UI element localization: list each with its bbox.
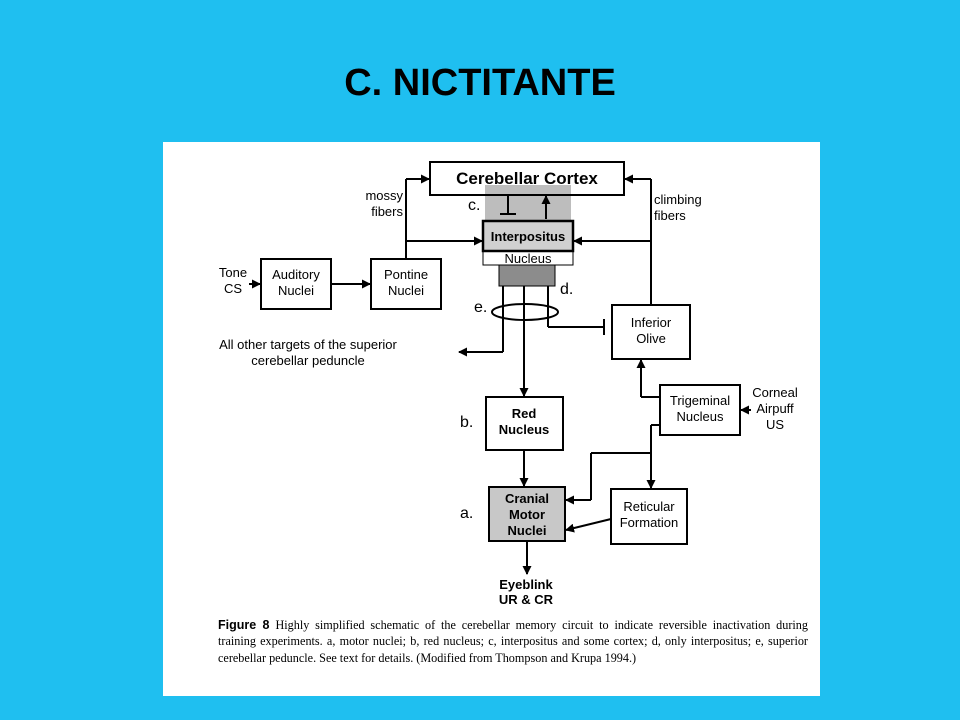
circuit-diagram: Cerebellar Cortex Interpositus Nucleus A… (219, 161, 798, 607)
site-c-shading (485, 185, 571, 221)
red-nucleus-label-1: Red (512, 406, 537, 421)
corneal-airpuff-label-3: US (766, 417, 784, 432)
site-d-label: d. (560, 281, 573, 298)
site-b-label: b. (460, 414, 473, 431)
slide-title: C. NICTITANTE (344, 62, 616, 104)
trigeminal-label-1: Trigeminal (670, 393, 730, 408)
tone-cs-label-1: Tone (219, 265, 247, 280)
figure-label: Figure 8 (218, 618, 270, 632)
interpositus-label: Interpositus (491, 229, 565, 244)
auditory-label-1: Auditory (272, 267, 320, 282)
cranial-motor-box (488, 486, 566, 542)
interpositus-outer-box (482, 250, 574, 266)
site-e-label: e. (474, 299, 487, 316)
site-d-shading (498, 264, 556, 287)
figure-caption-text: Highly simplified schematic of the cereb… (218, 618, 808, 665)
pontine-label-1: Pontine (384, 267, 428, 282)
cerebellar-cortex-label: Cerebellar Cortex (456, 169, 598, 188)
climbing-fibers-label-1: climbing (654, 192, 702, 207)
red-nucleus-label-2: Nucleus (499, 422, 550, 437)
interpositus-nucleus-label: Nucleus (505, 251, 552, 266)
tone-cs-label-2: CS (224, 281, 242, 296)
reticular-label-2: Formation (620, 515, 679, 530)
other-targets-label-2: cerebellar peduncle (251, 353, 364, 368)
reticular-formation-box (610, 488, 688, 545)
eyeblink-label-2: UR & CR (499, 592, 554, 607)
site-a-label: a. (460, 505, 473, 522)
cranial-motor-label-2: Motor (509, 507, 545, 522)
site-c-label: c. (468, 197, 480, 214)
figure-panel: Cerebellar Cortex Interpositus Nucleus A… (163, 142, 820, 696)
cranial-motor-label-1: Cranial (505, 491, 549, 506)
other-targets-label-1: All other targets of the superior (219, 337, 397, 352)
mossy-fibers-label-2: fibers (371, 204, 403, 219)
reticular-label-1: Reticular (623, 499, 675, 514)
inferior-olive-label-1: Inferior (631, 315, 672, 330)
corneal-airpuff-label-1: Corneal (752, 385, 798, 400)
corneal-airpuff-label-2: Airpuff (756, 401, 794, 416)
inferior-olive-label-2: Olive (636, 331, 666, 346)
arrow-reticular-to-cranial (565, 518, 612, 533)
trigeminal-label-2: Nucleus (677, 409, 724, 424)
eyeblink-label-1: Eyeblink (499, 577, 553, 592)
cranial-motor-label-3: Nuclei (507, 523, 546, 538)
auditory-label-2: Nuclei (278, 283, 314, 298)
mossy-fibers-label-1: mossy (365, 188, 403, 203)
climbing-fibers-label-2: fibers (654, 208, 686, 223)
peduncle-ellipse (491, 303, 559, 321)
pontine-label-2: Nuclei (388, 283, 424, 298)
